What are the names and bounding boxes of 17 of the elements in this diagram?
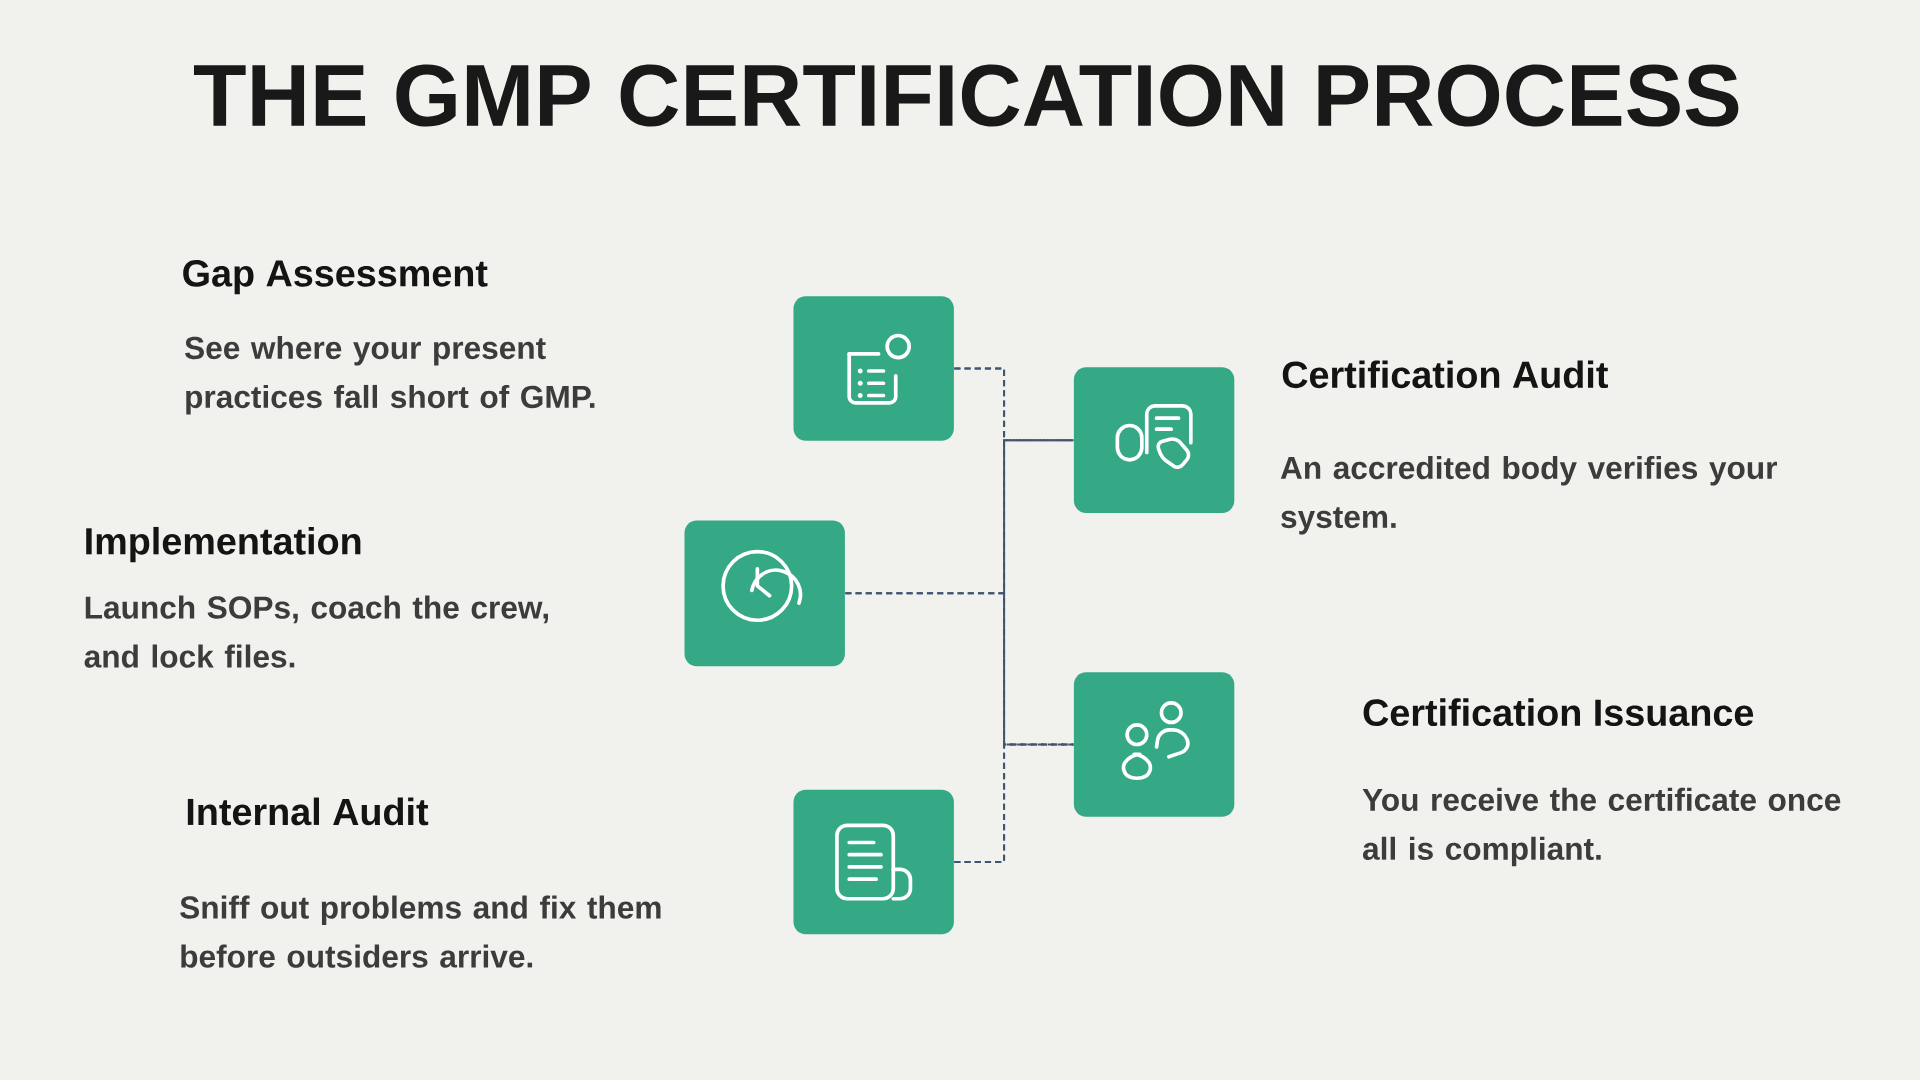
icon-tile	[1073, 367, 1235, 514]
step-heading: Certification Issuance	[1363, 698, 1754, 727]
step-description: Sniff out problems and fix them before outsiders arrive.	[180, 895, 661, 968]
connector-line	[953, 743, 1075, 864]
step-heading: Gap Assessment	[183, 260, 488, 295]
step-description: An accredited body verifies your system.	[1280, 455, 1777, 535]
icon-tile	[684, 520, 845, 667]
step-description: See where your present practices fall short of GMP.	[185, 335, 595, 415]
icon-tile	[793, 789, 954, 935]
step-description: You receive the certificate once all is compliant.	[1362, 787, 1841, 867]
step-description: Launch SOPs, coach the crew, and lock files.	[84, 595, 548, 668]
step-heading: Implementation	[86, 526, 361, 563]
step-heading: Certification Audit	[1282, 360, 1608, 389]
icon-tile	[1073, 672, 1235, 817]
icon-tile	[793, 296, 954, 441]
title: THE GMP CERTIFICATION PROCESS	[193, 64, 1739, 127]
step-heading: Internal Audit	[187, 797, 429, 826]
